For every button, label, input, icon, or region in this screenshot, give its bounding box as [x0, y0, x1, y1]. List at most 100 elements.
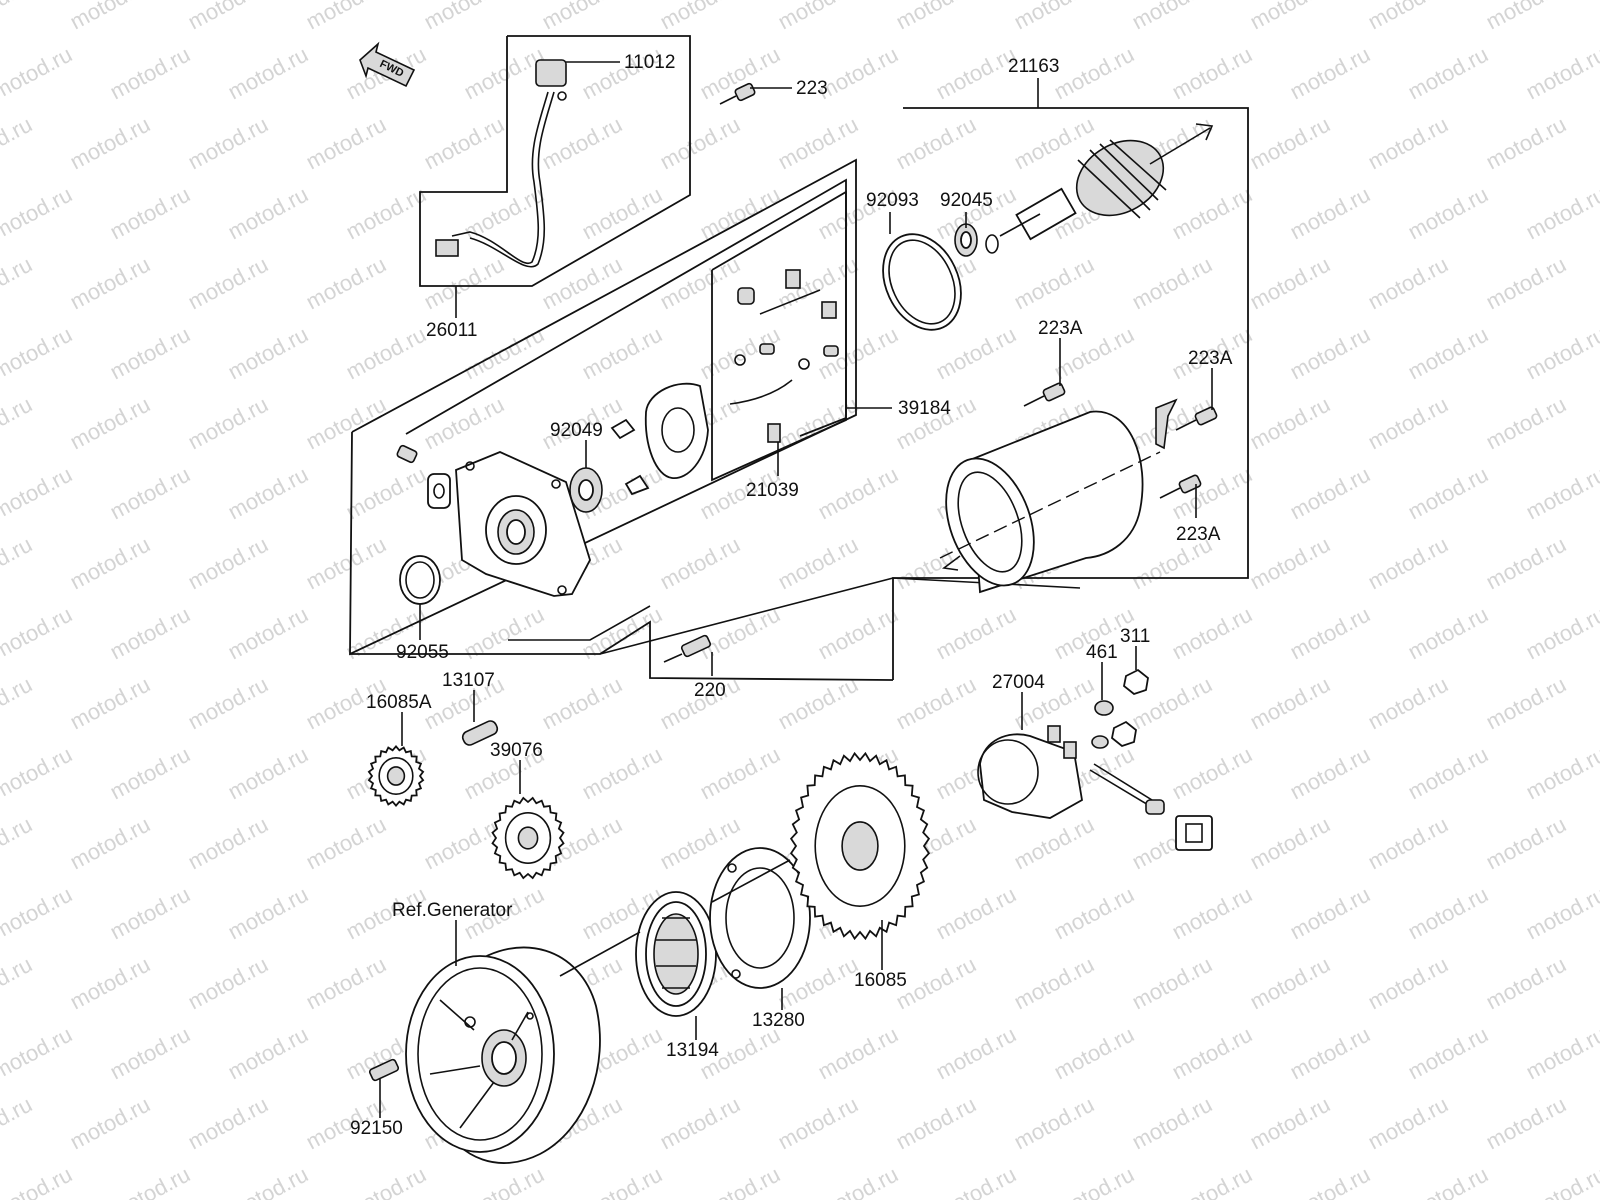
watermark-text: motod.ru: [1364, 672, 1452, 735]
watermark-text: motod.ru: [224, 42, 312, 105]
watermark-text: motod.ru: [184, 252, 272, 315]
watermark-text: motod.ru: [1522, 742, 1600, 805]
watermark-text: motod.ru: [0, 182, 76, 245]
watermark-text: motod.ru: [0, 882, 76, 945]
watermark-text: motod.ru: [1482, 1092, 1570, 1155]
watermark-text: motod.ru: [578, 742, 666, 805]
watermark-text: motod.ru: [302, 392, 390, 455]
watermark-text: motod.ru: [1364, 812, 1452, 875]
label-223A-right: 223A: [1188, 348, 1233, 369]
watermark-text: motod.ru: [892, 672, 980, 735]
label-21039: 21039: [746, 480, 799, 501]
watermark-text: motod.ru: [1364, 252, 1452, 315]
watermark-text: motod.ru: [302, 952, 390, 1015]
watermark-text: motod.ru: [1364, 0, 1452, 34]
wire-lead-group: [419, 35, 691, 287]
watermark-text: motod.ru: [1482, 112, 1570, 175]
watermark-text: motod.ru: [106, 462, 194, 525]
watermark-text: motod.ru: [1128, 952, 1216, 1015]
watermark-text: motod.ru: [1364, 532, 1452, 595]
watermark-text: motod.ru: [538, 112, 626, 175]
label-92150: 92150: [350, 1118, 403, 1139]
watermark-text: motod.ru: [106, 322, 194, 385]
watermark-text: motod.ru: [932, 1022, 1020, 1085]
watermark-text: motod.ru: [656, 112, 744, 175]
watermark-text: motod.ru: [342, 462, 430, 525]
watermark-text: motod.ru: [184, 952, 272, 1015]
assembly-outline-right: [892, 107, 1249, 680]
watermark-text: motod.ru: [814, 1022, 902, 1085]
starter-relay-part: [977, 725, 1213, 851]
watermark-text: motod.ru: [66, 1092, 154, 1155]
watermark-text: motod.ru: [460, 602, 548, 665]
watermark-text: motod.ru: [932, 42, 1020, 105]
watermark-text: motod.ru: [1010, 1092, 1098, 1155]
watermark-text: motod.ru: [1286, 182, 1374, 245]
watermark-text: motod.ru: [1522, 322, 1600, 385]
watermark-text: motod.ru: [1128, 0, 1216, 34]
watermark-text: motod.ru: [1010, 0, 1098, 34]
one-way-clutch-13194-part: [635, 891, 717, 1017]
watermark-text: motod.ru: [1050, 1022, 1138, 1085]
label-ref-generator: Ref.Generator: [392, 900, 513, 921]
label-21163: 21163: [1008, 56, 1059, 77]
watermark-text: motod.ru: [1246, 532, 1334, 595]
watermark-text: motod.ru: [1010, 252, 1098, 315]
watermark-text: motod.ru: [420, 112, 508, 175]
label-27004: 27004: [992, 672, 1045, 693]
watermark-text: motod.ru: [1286, 602, 1374, 665]
watermark-text: motod.ru: [224, 1162, 312, 1200]
label-13194: 13194: [666, 1040, 719, 1061]
watermark-text: motod.ru: [66, 252, 154, 315]
o-ring-92093-icon: [882, 233, 962, 331]
nut-311-icon: [1123, 668, 1149, 696]
watermark-text: motod.ru: [0, 112, 36, 175]
watermark-text: motod.ru: [0, 742, 76, 805]
watermark-text: motod.ru: [578, 602, 666, 665]
end-cover-part: [396, 444, 591, 597]
watermark-text: motod.ru: [1364, 392, 1452, 455]
watermark-text: motod.ru: [1482, 672, 1570, 735]
watermark-text: motod.ru: [1168, 42, 1256, 105]
label-92049: 92049: [550, 420, 603, 441]
label-220: 220: [694, 680, 726, 701]
watermark-text: motod.ru: [224, 742, 312, 805]
watermark-text: motod.ru: [0, 1092, 36, 1155]
brush-holder-part: [644, 269, 839, 479]
watermark-text: motod.ru: [1482, 952, 1570, 1015]
label-16085: 16085: [854, 970, 907, 991]
screw-223A-upper-icon: [1023, 382, 1066, 407]
label-92055: 92055: [396, 642, 449, 663]
watermark-text: motod.ru: [774, 532, 862, 595]
watermark-text: motod.ru: [1286, 462, 1374, 525]
watermark-text: motod.ru: [892, 0, 980, 34]
starter-gear-16085-part: [789, 751, 931, 941]
watermark-text: motod.ru: [1286, 742, 1374, 805]
watermark-text: motod.ru: [342, 1162, 430, 1200]
watermark-text: motod.ru: [1128, 1092, 1216, 1155]
watermark-text: motod.ru: [302, 812, 390, 875]
watermark-text: motod.ru: [224, 322, 312, 385]
watermark-text: motod.ru: [1522, 1162, 1600, 1200]
relay-connector-icon: [1175, 815, 1213, 851]
watermark-text: motod.ru: [0, 322, 76, 385]
brush-icon: [821, 301, 837, 319]
watermark-text: motod.ru: [224, 462, 312, 525]
watermark-text: motod.ru: [66, 532, 154, 595]
label-223A-lower: 223A: [1176, 524, 1221, 545]
label-223: 223: [796, 78, 828, 99]
watermark-text: motod.ru: [656, 532, 744, 595]
watermark-text: motod.ru: [1246, 1092, 1334, 1155]
watermark-text: motod.ru: [106, 42, 194, 105]
watermark-text: motod.ru: [1246, 812, 1334, 875]
watermark-text: motod.ru: [656, 0, 744, 34]
watermark-text: motod.ru: [460, 1162, 548, 1200]
assembly-outline-left: [349, 158, 857, 656]
watermark-text: motod.ru: [0, 462, 76, 525]
label-311: 311: [1120, 626, 1150, 647]
watermark-text: motod.ru: [538, 0, 626, 34]
watermark-text: motod.ru: [774, 1092, 862, 1155]
watermark-text: motod.ru: [1246, 392, 1334, 455]
watermark-text: motod.ru: [1522, 42, 1600, 105]
